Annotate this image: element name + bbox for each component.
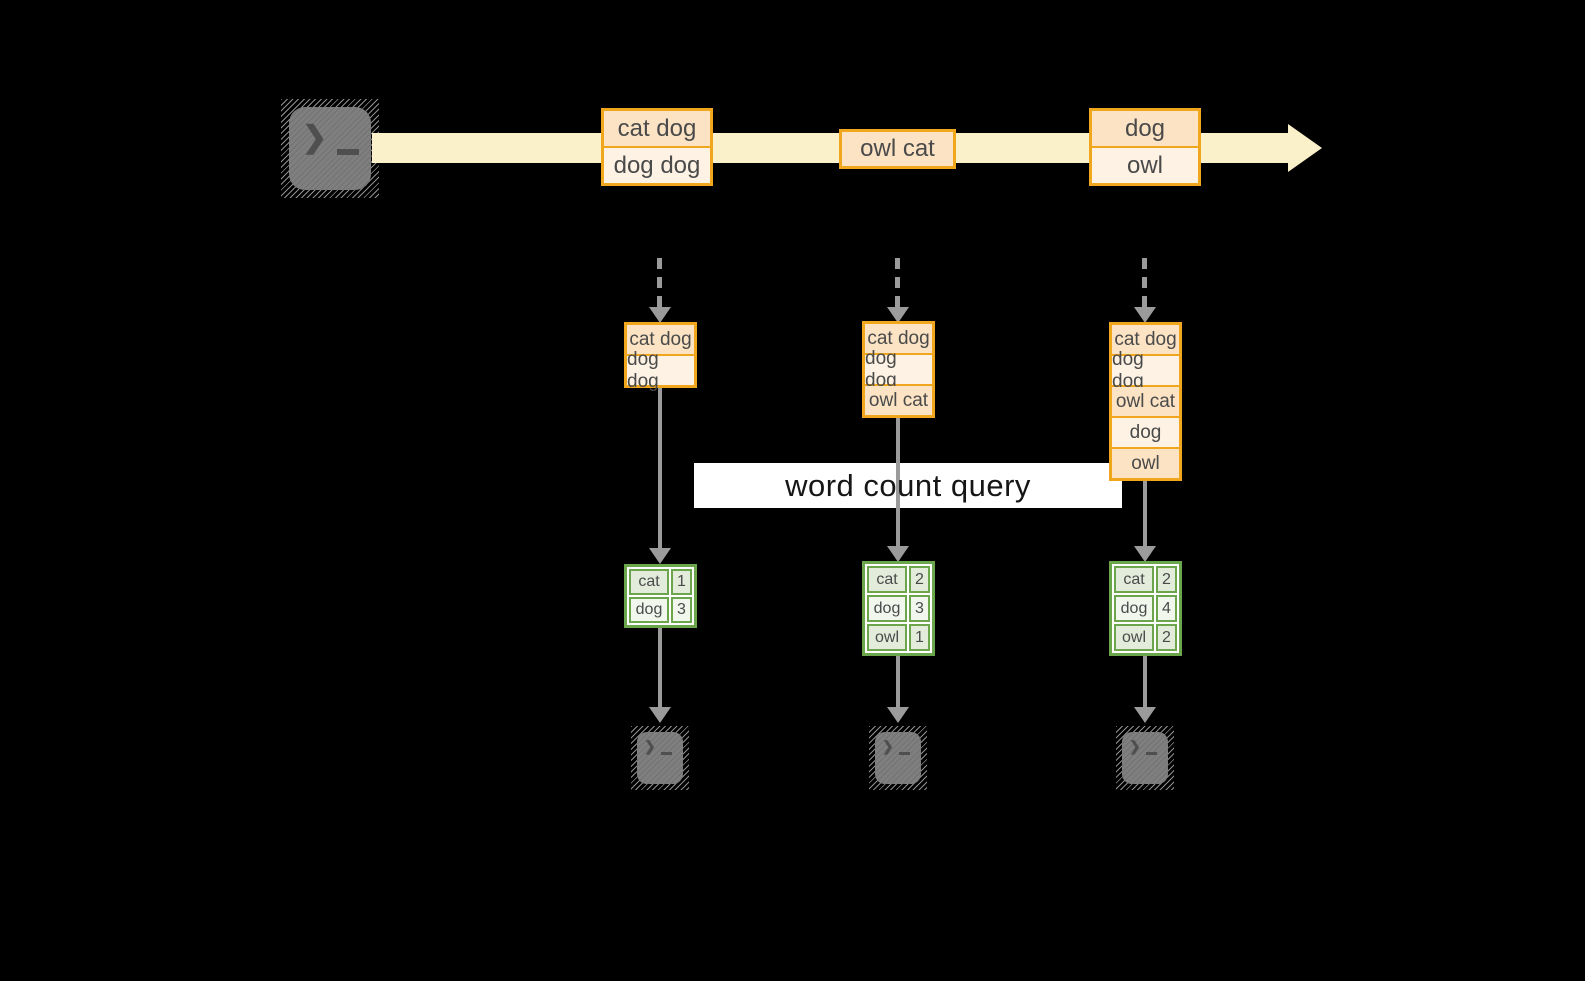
word-cell: dog — [1114, 595, 1154, 622]
stream-message-row: dog — [1092, 111, 1198, 146]
word-count-table-3: cat 2 dog 4 owl 2 — [1109, 561, 1182, 656]
word-cell: cat — [1114, 566, 1154, 593]
flow-line — [658, 388, 662, 548]
terminal-prompt-icon: ❯ — [644, 738, 656, 754]
terminal-cursor-icon — [661, 752, 672, 755]
word-cell: dog — [629, 597, 669, 623]
count-cell: 2 — [909, 566, 930, 593]
output-terminal-icon-1: ❯ — [631, 726, 689, 790]
query-label-band — [694, 463, 1122, 508]
word-cell: owl — [867, 624, 907, 651]
arrowhead-icon — [649, 307, 671, 323]
count-cell: 2 — [1156, 624, 1177, 651]
stream-message-2: owl cat — [839, 129, 956, 169]
output-terminal-icon-2: ❯ — [869, 726, 927, 790]
arrowhead-icon — [649, 548, 671, 564]
word-count-table-2: cat 2 dog 3 owl 1 — [862, 561, 935, 656]
arrowhead-icon — [1134, 707, 1156, 723]
terminal-screen: ❯ — [637, 732, 683, 784]
terminal-cursor-icon — [1146, 752, 1157, 755]
arrowhead-icon — [887, 546, 909, 562]
count-cell: 1 — [909, 624, 930, 651]
count-cell: 2 — [1156, 566, 1177, 593]
terminal-prompt-icon: ❯ — [1129, 738, 1141, 754]
stream-message-1: cat dog dog dog — [601, 108, 713, 186]
buffer-row: dog dog — [865, 348, 932, 391]
word-cell: dog — [867, 595, 907, 622]
word-cell: cat — [867, 566, 907, 593]
stream-arrowhead-icon — [1288, 124, 1322, 172]
arrowhead-icon — [887, 307, 909, 323]
flow-line — [658, 628, 662, 707]
count-cell: 3 — [671, 597, 692, 623]
input-buffer-2: cat dog dog dog owl cat — [862, 321, 935, 418]
buffer-row: cat dog — [1112, 325, 1179, 354]
buffer-row: cat dog — [627, 325, 694, 354]
buffer-row: owl — [1112, 449, 1179, 478]
terminal-screen: ❯ — [875, 732, 921, 784]
buffer-row: owl cat — [1112, 387, 1179, 416]
flow-line — [1143, 481, 1147, 546]
terminal-screen: ❯ — [1122, 732, 1168, 784]
arrowhead-icon — [1134, 546, 1156, 562]
flow-line — [896, 656, 900, 707]
query-label: word count query — [785, 467, 1031, 503]
arrowhead-icon — [1134, 307, 1156, 323]
stream-message-row: cat dog — [604, 111, 710, 146]
output-terminal-icon-3: ❯ — [1116, 726, 1174, 790]
ingest-dashed-arrow-1 — [657, 258, 662, 307]
stream-message-row: owl — [1092, 148, 1198, 183]
count-cell: 4 — [1156, 595, 1177, 622]
stream-message-row: dog dog — [604, 148, 710, 183]
word-cell: cat — [629, 569, 669, 595]
ingest-dashed-arrow-2 — [895, 258, 900, 307]
word-count-table-1: cat 1 dog 3 — [624, 564, 697, 628]
terminal-prompt-icon: ❯ — [882, 738, 894, 754]
buffer-row: owl cat — [865, 386, 932, 415]
arrowhead-icon — [649, 707, 671, 723]
ingest-dashed-arrow-3 — [1142, 258, 1147, 307]
terminal-cursor-icon — [899, 752, 910, 755]
terminal-cursor-icon — [337, 149, 359, 155]
word-cell: owl — [1114, 624, 1154, 651]
buffer-row: cat dog — [865, 324, 932, 353]
arrowhead-icon — [887, 707, 909, 723]
terminal-prompt-icon: ❯ — [302, 121, 328, 154]
flow-line — [1143, 656, 1147, 707]
buffer-row: dog dog — [1112, 349, 1179, 392]
count-cell: 1 — [671, 569, 692, 595]
buffer-row: dog — [1112, 418, 1179, 447]
flow-line — [896, 418, 900, 546]
source-terminal-icon: ❯ — [281, 99, 379, 198]
stream-message-row: owl cat — [842, 132, 953, 166]
input-buffer-3: cat dog dog dog owl cat dog owl — [1109, 322, 1182, 481]
buffer-row: dog dog — [627, 349, 694, 392]
count-cell: 3 — [909, 595, 930, 622]
terminal-screen: ❯ — [289, 107, 371, 190]
stream-message-3: dog owl — [1089, 108, 1201, 186]
input-buffer-1: cat dog dog dog — [624, 322, 697, 392]
